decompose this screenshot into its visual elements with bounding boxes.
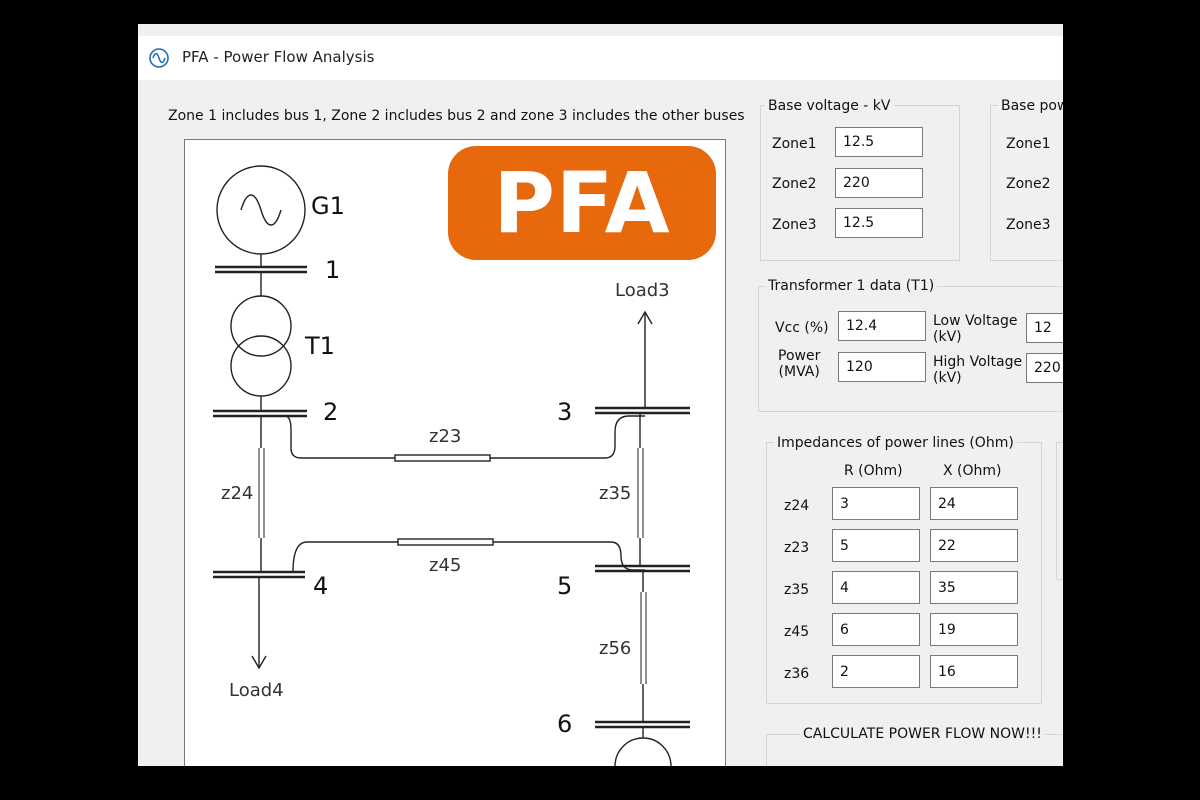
z24-label: z24 xyxy=(221,483,254,504)
partial-right-group xyxy=(1056,442,1063,580)
z24-r-input[interactable] xyxy=(832,487,920,520)
low-voltage-input[interactable] xyxy=(1026,313,1063,343)
z35-r-input[interactable] xyxy=(832,571,920,604)
bus-3-label: 3 xyxy=(557,398,573,426)
z45-row-label: z45 xyxy=(784,624,810,640)
load4-label: Load4 xyxy=(229,680,284,701)
low-voltage-label-line1: Low Voltage xyxy=(933,313,1018,329)
calculate-power-flow-button[interactable]: CALCULATE POWER FLOW NOW!!! xyxy=(800,726,1045,742)
x-column-header: X (Ohm) xyxy=(943,463,1002,479)
z35-label: z35 xyxy=(599,483,632,504)
high-voltage-label: High Voltage(kV) xyxy=(933,354,1022,386)
impedances-title: Impedances of power lines (Ohm) xyxy=(774,435,1017,451)
z35-x-input[interactable] xyxy=(930,571,1018,604)
z23-label: z23 xyxy=(429,426,462,447)
background-window-strip xyxy=(138,24,1063,36)
base-power-zone3-label: Zone3 xyxy=(1006,217,1051,233)
bus-1-label: 1 xyxy=(325,256,341,284)
transformer-lower-coil xyxy=(230,335,292,397)
pfa-badge: PFA xyxy=(448,146,716,260)
window-title: PFA - Power Flow Analysis xyxy=(182,48,375,66)
base-power-zone1-label: Zone1 xyxy=(1006,136,1051,152)
base-power-title: Base pow xyxy=(998,98,1063,114)
r-column-header: R (Ohm) xyxy=(844,463,903,479)
power-label: Power(MVA) xyxy=(778,348,820,380)
low-voltage-label-line2: (kV) xyxy=(933,329,962,345)
bus-2-label: 2 xyxy=(323,398,339,426)
base-voltage-zone3-input[interactable] xyxy=(835,208,923,238)
low-voltage-label: Low Voltage(kV) xyxy=(933,313,1018,345)
power-label-line2: (MVA) xyxy=(778,364,820,380)
vcc-label: Vcc (%) xyxy=(775,320,829,336)
bus-5-label: 5 xyxy=(557,572,573,600)
generator-wave xyxy=(240,194,282,226)
z36-x-input[interactable] xyxy=(930,655,1018,688)
z35-row-label: z35 xyxy=(784,582,810,598)
base-voltage-zone3-label: Zone3 xyxy=(772,217,817,233)
z36-r-input[interactable] xyxy=(832,655,920,688)
bus-4-label: 4 xyxy=(313,572,329,600)
z23-r-input[interactable] xyxy=(832,529,920,562)
base-power-zone2-label: Zone2 xyxy=(1006,176,1051,192)
vcc-input[interactable] xyxy=(838,311,926,341)
power-label-line1: Power xyxy=(778,348,821,364)
z23-row-label: z23 xyxy=(784,540,810,556)
generator-bus6-symbol xyxy=(614,737,672,766)
z45-r-input[interactable] xyxy=(832,613,920,646)
z45-impedance xyxy=(397,538,494,546)
z24-x-input[interactable] xyxy=(930,487,1018,520)
zones-caption: Zone 1 includes bus 1, Zone 2 includes b… xyxy=(168,108,745,124)
high-voltage-label-line1: High Voltage xyxy=(933,354,1023,370)
base-voltage-title: Base voltage - kV xyxy=(765,98,894,114)
transformer-label: T1 xyxy=(305,332,335,360)
app-wave-icon xyxy=(149,48,169,68)
z23-impedance xyxy=(394,454,491,462)
z23-x-input[interactable] xyxy=(930,529,1018,562)
generator-label: G1 xyxy=(311,192,345,220)
title-bar: PFA - Power Flow Analysis xyxy=(138,36,1063,80)
z45-x-input[interactable] xyxy=(930,613,1018,646)
high-voltage-label-line2: (kV) xyxy=(933,370,962,386)
base-voltage-zone2-input[interactable] xyxy=(835,168,923,198)
z56-label: z56 xyxy=(599,638,632,659)
z45-label: z45 xyxy=(429,555,462,576)
power-input[interactable] xyxy=(838,352,926,382)
base-voltage-zone1-input[interactable] xyxy=(835,127,923,157)
high-voltage-input[interactable] xyxy=(1026,353,1063,383)
load3-label: Load3 xyxy=(615,280,670,301)
bus-6-label: 6 xyxy=(557,710,573,738)
z36-row-label: z36 xyxy=(784,666,810,682)
base-voltage-zone1-label: Zone1 xyxy=(772,136,817,152)
base-voltage-zone2-label: Zone2 xyxy=(772,176,817,192)
transformer-upper-coil xyxy=(230,295,292,357)
z24-row-label: z24 xyxy=(784,498,810,514)
transformer-title: Transformer 1 data (T1) xyxy=(765,278,938,294)
